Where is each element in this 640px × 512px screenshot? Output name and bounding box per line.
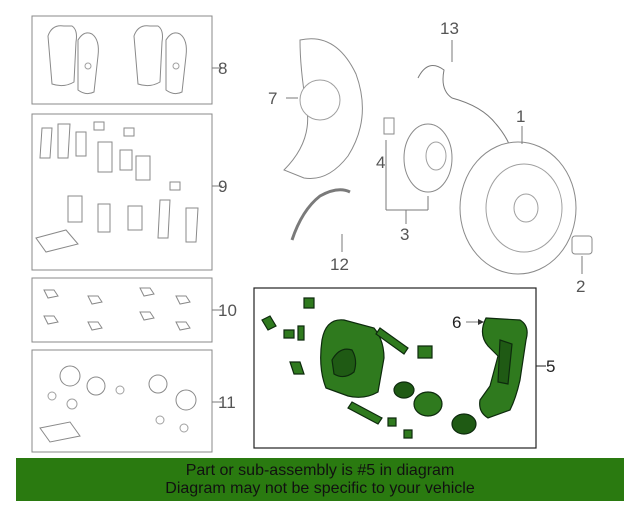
bleeder-screw xyxy=(289,361,305,375)
caliper-box xyxy=(253,287,537,449)
grease-pack xyxy=(39,421,81,443)
pad-kit-group[interactable]: 9 xyxy=(31,113,227,271)
dust-shield-hole xyxy=(299,79,341,121)
callout-11: 11 xyxy=(218,393,236,412)
callout-4: 4 xyxy=(376,153,385,172)
piston-boot xyxy=(451,413,477,435)
callout-7: 7 xyxy=(268,89,277,108)
brake-pads-box xyxy=(31,15,213,105)
pad-hole xyxy=(84,62,92,70)
clip-shape xyxy=(169,181,181,191)
banner-line-2: Diagram may not be specific to your vehi… xyxy=(165,480,475,497)
seal-ring xyxy=(148,374,168,394)
clip-shape xyxy=(43,287,191,331)
lug-nut-shape xyxy=(571,235,593,255)
brake-pad-shape xyxy=(47,25,77,87)
boot-shape xyxy=(179,423,189,433)
pad-kit-box xyxy=(31,113,213,271)
callout-1: 1 xyxy=(516,107,525,126)
seal-ring xyxy=(59,365,81,387)
guide-pin xyxy=(375,327,409,355)
hose-shape xyxy=(290,188,351,241)
brake-hose[interactable]: 12 xyxy=(290,188,351,274)
seal-ring xyxy=(175,389,197,411)
callout-6: 6 xyxy=(452,313,461,332)
leader-6-arrow xyxy=(478,319,484,325)
seal-kit-box xyxy=(31,349,213,453)
clip-shape xyxy=(123,127,135,137)
shim-plate xyxy=(35,229,79,253)
bleeder-cap xyxy=(47,391,57,401)
sensor-wire xyxy=(417,65,513,153)
brake-rotor[interactable]: 1 xyxy=(459,107,577,275)
caliper-piston xyxy=(413,391,443,417)
clip-shape xyxy=(93,121,105,131)
caliper-bolt xyxy=(303,297,315,309)
seal-kit-group[interactable]: 11 xyxy=(31,349,236,453)
hub-bolt-shape xyxy=(383,117,395,135)
rotor-hub xyxy=(513,193,539,223)
lug-nut[interactable]: 2 xyxy=(571,235,593,296)
callout-5: 5 xyxy=(546,357,555,376)
seal-ring xyxy=(86,376,106,396)
hub-bearing[interactable]: 4 3 xyxy=(376,117,453,244)
bracket-rail xyxy=(497,339,513,385)
callout-10: 10 xyxy=(218,301,237,320)
caliper-bolt xyxy=(261,315,277,331)
callout-12: 12 xyxy=(330,255,349,274)
piston-seal xyxy=(393,381,415,399)
caliper-bolt xyxy=(283,325,305,341)
callout-9: 9 xyxy=(218,177,227,196)
pin-boot xyxy=(417,345,433,359)
boot-shape xyxy=(115,385,125,395)
shim-shape xyxy=(97,141,151,181)
abs-sensor[interactable]: 13 xyxy=(417,19,513,153)
boot-shape xyxy=(155,415,165,425)
callout-3: 3 xyxy=(400,225,409,244)
clips-group[interactable]: 10 xyxy=(31,277,237,343)
brake-pads-group[interactable]: 8 xyxy=(31,15,227,105)
callout-2: 2 xyxy=(576,277,585,296)
info-banner: Part or sub-assembly is #5 in diagram Di… xyxy=(16,458,624,501)
dust-shield[interactable]: 7 xyxy=(268,38,363,180)
hub-center xyxy=(425,141,447,171)
small-seal xyxy=(387,417,413,439)
guide-pin xyxy=(347,401,383,425)
brake-pad-shape xyxy=(133,25,163,87)
caliper-assembly[interactable]: 6 5 xyxy=(253,287,555,449)
pad-hole xyxy=(172,62,180,70)
caliper-piston-bore xyxy=(331,348,357,378)
shim-shape xyxy=(39,123,87,159)
banner-line-1: Part or sub-assembly is #5 in diagram xyxy=(185,462,455,479)
shim-shape xyxy=(67,195,199,243)
callout-13: 13 xyxy=(440,19,459,38)
clips-box xyxy=(31,277,213,343)
callout-8: 8 xyxy=(218,59,227,78)
boot-shape xyxy=(66,398,78,410)
